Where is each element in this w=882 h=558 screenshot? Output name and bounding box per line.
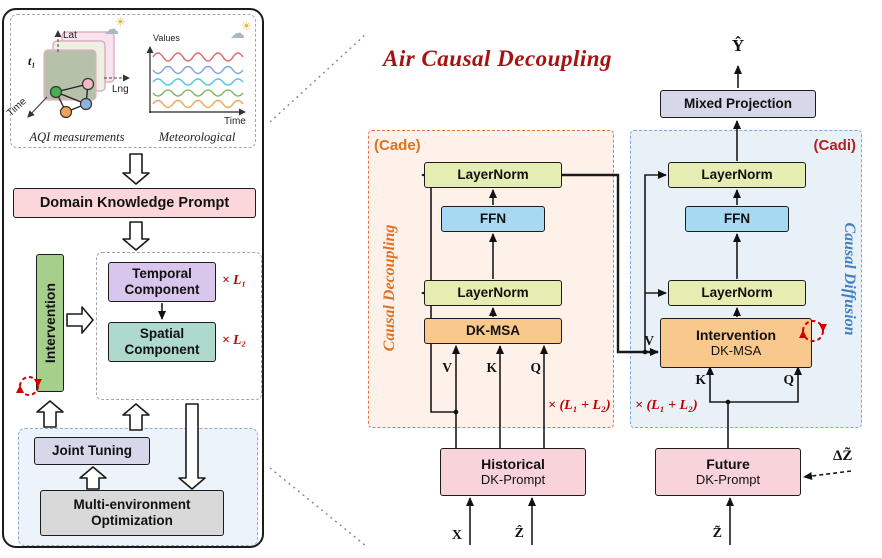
graph-nodes	[49, 77, 95, 119]
sun-cloud-icon: ☀ ☁	[230, 19, 258, 46]
cadi-ffn-box: FFN	[685, 206, 789, 232]
data-sources-box	[10, 14, 256, 148]
z-hat-input-label: Ẑ	[514, 526, 524, 541]
intervention-dk-msa-box: Intervention DK-MSA	[660, 318, 812, 368]
future-dk-prompt-label: DK-Prompt	[695, 471, 761, 487]
future-dk-prompt-box: Future DK-Prompt	[655, 448, 801, 496]
temporal-label-line2: Component	[124, 282, 200, 297]
multi-env-label-line1: Multi-environment	[73, 497, 191, 513]
cade-q-label: Q	[530, 360, 541, 375]
meteorological-chart	[146, 46, 246, 116]
future-label: Future	[706, 456, 750, 473]
cadi-v-label: V	[644, 333, 654, 348]
temporal-label-line1: Temporal	[132, 266, 192, 282]
l2-multiplier: × L₂	[222, 332, 247, 347]
historical-label: Historical	[481, 456, 545, 473]
multi-environment-box: Multi-environment Optimization	[40, 490, 224, 536]
cade-tag: (Cade)	[374, 137, 421, 154]
joint-tuning-box: Joint Tuning	[34, 437, 150, 465]
cade-v-label: V	[442, 360, 452, 375]
cadi-arrows	[642, 65, 852, 545]
sun-icon: ☀	[115, 15, 126, 29]
spatial-component-box: Spatial Component	[108, 322, 216, 362]
historical-dk-prompt-box: Historical DK-Prompt	[440, 448, 586, 496]
zoom-connector-lines	[269, 33, 367, 547]
lng-axis-label: Lng	[112, 84, 129, 95]
cadi-k-label: K	[695, 372, 706, 387]
x-input-label: X	[451, 528, 462, 543]
hollow-flow-arrows	[36, 153, 206, 490]
historical-dk-prompt-label: DK-Prompt	[480, 471, 546, 487]
cade-output-to-cadi-v	[562, 173, 659, 356]
t1-label: t₁	[28, 54, 36, 68]
intervention-box: Intervention	[36, 254, 64, 392]
values-axis-label: Values	[153, 33, 180, 43]
sun-cloud-icon: ☀ ☁	[104, 15, 132, 42]
y-hat-output-label: Ŷ	[731, 36, 745, 55]
components-box	[96, 252, 262, 400]
cadi-q-label: Q	[783, 372, 794, 387]
aqi-stack-illustration	[27, 30, 130, 119]
domain-knowledge-prompt-box: Domain Knowledge Prompt	[13, 188, 256, 218]
mixed-projection-box: Mixed Projection	[660, 90, 816, 118]
spatial-label-line2: Component	[124, 342, 200, 357]
cade-dk-msa-box: DK-MSA	[424, 318, 562, 344]
lat-axis-label: Lat	[63, 30, 77, 41]
intervention-label: Intervention	[695, 327, 777, 344]
cade-layernorm-box: LayerNorm	[424, 280, 562, 306]
delta-z-label: ΔZ̃	[833, 448, 853, 464]
left-overview-panel	[2, 8, 264, 548]
l1-multiplier: × L₁	[222, 272, 247, 287]
time-axis-arrow	[27, 96, 48, 118]
cadi-layernorm-box: LayerNorm	[668, 280, 806, 306]
dk-msa-label: DK-MSA	[710, 342, 762, 358]
temporal-component-box: Temporal Component	[108, 262, 216, 302]
cade-layernorm-top-box: LayerNorm	[424, 162, 562, 188]
diagram-title: Air Causal Decoupling	[383, 46, 613, 71]
cadi-repeat-label: × (L₁ + L₂)	[635, 398, 698, 413]
cade-k-label: K	[486, 360, 497, 375]
cadi-tag: (Cadi)	[813, 137, 857, 154]
delta-z-dashed-arrow	[803, 470, 852, 480]
cadi-layernorm-top-box: LayerNorm	[668, 162, 806, 188]
loop-arrow-icon	[799, 320, 827, 342]
sun-icon: ☀	[241, 19, 252, 33]
meteorological-caption: Meteorological	[158, 130, 236, 144]
aqi-caption: AQI measurements	[29, 130, 125, 144]
cade-repeat-label: × (L₁ + L₂)	[548, 398, 611, 413]
loop-arrow-icon	[16, 376, 42, 396]
z-tilde-input-label: Z̃	[712, 526, 722, 541]
multi-env-label-line2: Optimization	[91, 513, 173, 528]
spatial-label-line1: Spatial	[139, 326, 185, 342]
cloud-icon: ☁	[230, 25, 245, 42]
cade-ffn-box: FFN	[441, 206, 545, 232]
time-axis-label: Time	[224, 116, 246, 127]
cloud-icon: ☁	[104, 21, 119, 38]
